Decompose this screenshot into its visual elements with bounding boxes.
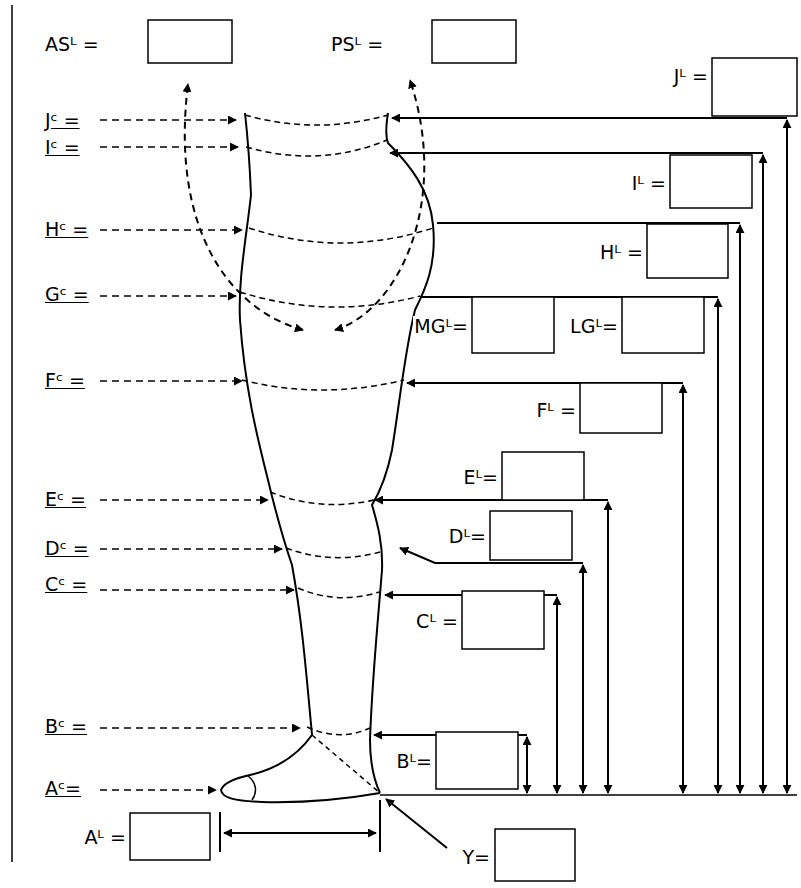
circumference-label: Aᶜ= (44, 778, 82, 799)
length-label: Hᴸ = (599, 242, 644, 263)
length-label: Y= (461, 847, 491, 868)
length-label: Fᴸ = (535, 400, 577, 421)
length-label: Iᴸ = (631, 173, 667, 194)
circumference-label: Fᶜ = (44, 370, 86, 391)
length-label: LGᴸ= (569, 316, 619, 337)
length-label: PSᴸ = (330, 34, 384, 55)
length-label: Aᴸ = (83, 827, 127, 848)
circumference-label: Hᶜ = (44, 219, 89, 240)
circumference-label: Dᶜ = (44, 538, 90, 559)
circumference-label: Eᶜ = (44, 489, 87, 510)
circumference-label: Jᶜ = (44, 110, 81, 131)
length-label: MGᴸ= (413, 316, 469, 337)
length-label: Eᴸ= (462, 467, 499, 488)
length-label: Jᴸ = (673, 66, 709, 87)
circumference-label: Gᶜ = (44, 284, 90, 305)
circumference-label: Iᶜ = (44, 137, 81, 158)
length-label: Dᴸ= (448, 526, 487, 547)
length-label: Cᴸ = (415, 611, 459, 632)
circumference-label: Bᶜ = (44, 716, 88, 737)
length-label: ASᴸ = (44, 34, 100, 55)
length-label: Bᴸ= (395, 751, 433, 772)
circumference-label: Cᶜ = (44, 574, 88, 595)
